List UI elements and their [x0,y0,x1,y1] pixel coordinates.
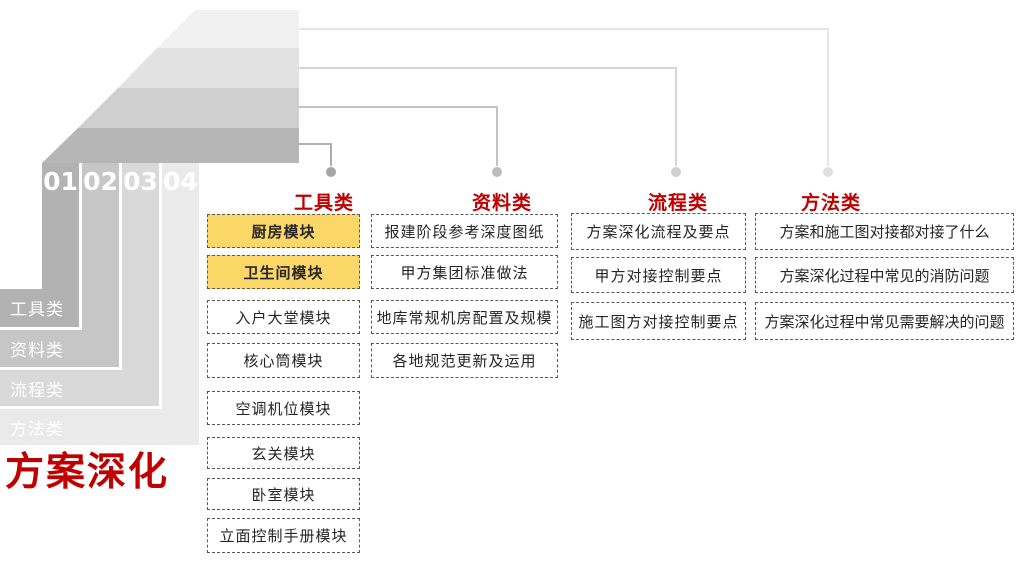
step-number-02: 02 [83,167,118,196]
connector-line-methods [299,28,829,166]
diagonal-band-3 [118,48,299,88]
tool-item-foyer: 玄关模块 [207,437,360,469]
connector-dot-methods [823,167,833,177]
method-item-common-problems: 方案深化过程中常见需要解决的问题 [755,302,1014,340]
diagonal-band-4 [157,10,299,48]
process-item-client-interface: 甲方对接控制要点 [571,257,746,293]
connector-line-process [299,67,677,166]
tool-item-core-tube: 核心筒模块 [207,343,360,378]
side-label-tools: 工具类 [10,300,64,320]
side-label-materials: 资料类 [10,341,64,361]
tool-item-facade-manual: 立面控制手册模块 [207,518,360,553]
material-item-group-standards: 甲方集团标准做法 [371,255,558,289]
material-item-local-codes: 各地规范更新及运用 [371,343,558,378]
step-number-03: 03 [123,167,158,196]
material-item-basement-rooms: 地库常规机房配置及规模 [371,300,558,334]
column-header-process: 流程类 [647,192,708,214]
step-shape-2 [0,163,119,367]
page-title: 方案深化 [5,450,170,495]
column-header-tools: 工具类 [293,192,354,214]
process-item-cd-team-interface: 施工图方对接控制要点 [571,302,746,340]
method-item-fire-issues: 方案深化过程中常见的消防问题 [755,257,1014,293]
diagonal-band-1 [42,128,299,163]
process-item-deepening-flow: 方案深化流程及要点 [571,213,746,250]
column-header-methods: 方法类 [800,192,861,214]
side-label-process: 流程类 [10,381,64,401]
tool-item-kitchen: 厨房模块 [207,214,360,248]
tool-item-bedroom: 卧室模块 [207,478,360,510]
step-number-04: 04 [163,167,198,196]
connector-line-tools [299,143,332,166]
material-item-submission-drawings: 报建阶段参考深度图纸 [371,214,558,248]
diagonal-band-2 [78,88,299,128]
tool-item-bathroom: 卫生间模块 [207,255,360,289]
step-shape-1 [0,163,79,327]
connector-dot-materials [492,167,502,177]
step-shape-3 [0,163,159,406]
connector-dot-process [671,167,681,177]
method-item-cd-handover-scope: 方案和施工图对接都对接了什么 [755,213,1014,250]
step-shape-4 [0,163,199,445]
tool-item-entrance-hall: 入户大堂模块 [207,300,360,334]
connector-line-materials [299,106,498,166]
tool-item-ac-unit: 空调机位模块 [207,391,360,425]
side-label-methods: 方法类 [10,420,64,440]
connector-dot-tools [326,167,336,177]
column-header-materials: 资料类 [471,192,532,214]
step-number-01: 01 [43,167,78,196]
